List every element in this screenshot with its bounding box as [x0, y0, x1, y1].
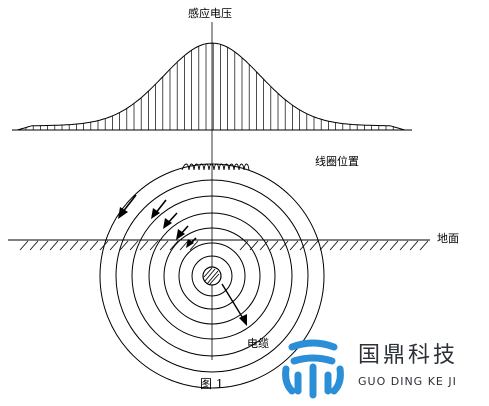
brand-name-pinyin: GUO DING KE JI	[358, 375, 457, 388]
voltage-envelope	[17, 42, 405, 131]
field-ring	[191, 255, 233, 297]
ground-hatch-line	[379, 240, 389, 251]
ground-hatch-line	[269, 240, 279, 251]
cable-cross-section	[202, 266, 222, 286]
ground-hatch-line	[79, 240, 89, 251]
ground-hatch-line	[289, 240, 299, 251]
ground-surface	[8, 239, 430, 251]
ground-hatch-line	[19, 240, 29, 251]
ground-hatch-line	[149, 240, 159, 251]
ground-hatch-line	[119, 240, 129, 251]
ground-hatch-line	[339, 240, 349, 251]
ground-hatch-line	[189, 240, 199, 251]
ground-hatch-line	[359, 240, 369, 251]
voltage-hatch-lines	[25, 43, 394, 130]
ground-hatch-line	[29, 240, 39, 251]
ground-hatch-line	[369, 240, 379, 251]
ground-hatch-line	[129, 240, 139, 251]
guoding-logo-icon	[282, 339, 344, 399]
field-ring	[115, 179, 309, 373]
ground-hatch-line	[169, 240, 179, 251]
ground-hatch-line	[309, 240, 319, 251]
ground-hatch-line	[49, 240, 59, 251]
ground-hatch-line	[329, 240, 339, 251]
ground-hatch-line	[159, 240, 169, 251]
ground-hatch-line	[59, 240, 69, 251]
field-direction-arrows	[118, 194, 197, 248]
field-ring	[99, 163, 325, 389]
ground-hatch-line	[259, 240, 269, 251]
ground-hatch-line	[399, 240, 409, 251]
figure-caption: 图 1	[200, 377, 224, 391]
field-ring	[131, 195, 293, 357]
ground-hatch-line	[139, 240, 149, 251]
ground-hatch-line	[39, 240, 49, 251]
ground-hatch-line	[319, 240, 329, 251]
ground-hatch-line	[299, 240, 309, 251]
ground-hatch-line	[409, 240, 419, 251]
field-ring	[163, 227, 261, 325]
cable-label: 电缆	[247, 337, 269, 350]
cable-pointer-arrow	[221, 283, 247, 326]
induced-voltage-curve	[12, 42, 412, 131]
ground-hatch-line	[69, 240, 79, 251]
induced-voltage-label: 感应电压	[188, 7, 232, 20]
ground-hatch-line	[109, 240, 119, 251]
ground-hatch-line	[419, 240, 429, 251]
ground-hatch-line	[179, 240, 189, 251]
ground-label: 地面	[437, 232, 459, 245]
brand-name: 国鼎科技	[358, 343, 459, 368]
ground-hatch-line	[89, 240, 99, 251]
ground-hatch-line	[349, 240, 359, 251]
field-ring	[148, 212, 276, 340]
ground-hatch-line	[389, 240, 399, 251]
magnetic-field-lines	[99, 163, 325, 389]
ground-hatch-line	[279, 240, 289, 251]
coil-position-label: 线圈位置	[315, 155, 359, 168]
field-ring	[178, 242, 246, 310]
